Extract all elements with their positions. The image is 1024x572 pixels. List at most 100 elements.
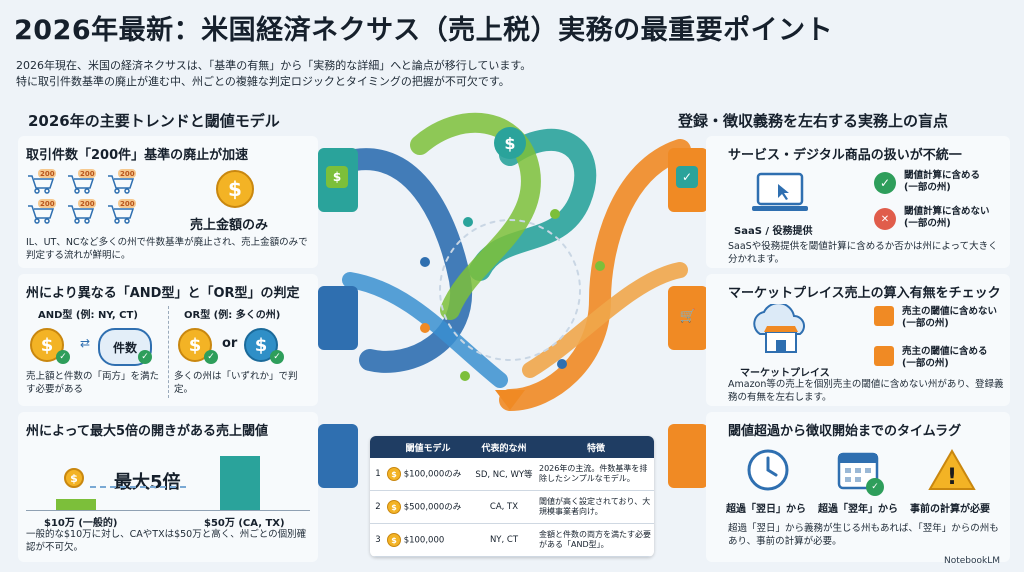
lead-line-2: 特に取引件数基準の廃止が進む中、州ごとの複雑な判定ロジックとタイミングの把握が不…	[16, 75, 510, 88]
max-ratio-label: 最大5倍	[114, 472, 181, 493]
nexus-flow-graphic: $	[342, 112, 691, 411]
panel-caption: 超過「翌日」から義務が生じる州もあれば、「翌年」からの州もあり、事前の計算が必要…	[728, 523, 999, 547]
divider	[168, 306, 170, 398]
threshold-bar-low	[56, 499, 96, 510]
threshold-bar-high	[220, 456, 260, 510]
cross-icon: ✕	[874, 208, 896, 230]
cart-grid-icon: 200 200 200 200 200 200	[28, 169, 136, 224]
or-caption: 多くの州は「いずれか」で判定。	[174, 371, 298, 395]
dollar-coin-icon: $	[387, 533, 401, 547]
baseline	[26, 510, 310, 511]
cart-icon: 🛒	[679, 308, 697, 324]
left-panel-and-or: 州により異なる「AND型」と「OR型」の判定 AND型 (例: NY, CT) …	[18, 274, 318, 406]
left-section-heading: 2026年の主要トレンドと閾値モデル	[28, 112, 280, 130]
flow-ribbon-green	[410, 112, 541, 320]
store-icon	[874, 306, 894, 326]
clock-icon	[747, 449, 789, 491]
right-tab-2: 🛒	[668, 286, 708, 350]
cycle-ring	[439, 219, 581, 361]
check-icon: ✓	[56, 350, 70, 364]
panel-caption: 一般的な$10万に対し、CAやTXは$50万と高く、州ごとの個別確認が不可欠。	[26, 529, 307, 553]
laptop-icon	[752, 172, 808, 211]
flow-ribbon-orange-2	[522, 262, 688, 378]
check-icon: ✓	[204, 350, 218, 364]
lead-text: 2026年現在、米国の経済ネクサスは、「基準の有無」から「実務的な詳細」へと論点…	[16, 58, 531, 90]
panel-caption: SaaSや役務提供を閾値計算に含めるか否かは州によって大きく分かれます。	[728, 241, 998, 265]
ratio-arrow	[90, 486, 186, 488]
svg-text:!: !	[947, 465, 957, 490]
check-icon: ✓	[874, 172, 896, 194]
panel-caption: IL、UT、NCなど多くの州で件数基準が廃止され、売上金額のみで判定する流れが鮮…	[26, 237, 308, 261]
top-dollar-badge	[494, 127, 526, 159]
svg-text:200: 200	[40, 200, 55, 208]
cloud-store-icon	[753, 304, 805, 353]
left-panel-trend: 取引件数「200件」基準の廃止が加速 200 200 200 200 200 2…	[18, 136, 318, 268]
marketplace-label: マーケットプレイス	[740, 368, 830, 379]
dollar-coin-icon: $	[216, 170, 254, 208]
table-header: 代表的な州	[470, 436, 538, 458]
brand-label: NotebookLM	[944, 556, 1001, 566]
flow-ribbon-blue-2	[342, 272, 508, 388]
check-icon: ✓	[676, 166, 698, 188]
arrow-head	[495, 390, 525, 410]
panel-title: サービス・デジタル商品の扱いが不統一	[728, 148, 962, 163]
or-type-label: OR型 (例: 多くの州)	[184, 310, 281, 321]
dollar-icon: $	[326, 166, 348, 188]
svg-text:200: 200	[80, 170, 95, 178]
table-header-row: 閾値モデル 代表的な州 特徴	[370, 436, 654, 458]
prior-calc-label: 事前の計算が必要	[910, 504, 990, 515]
high-threshold-label: $50万 (CA, TX)	[204, 518, 285, 529]
threshold-model-table: 閾値モデル 代表的な州 特徴 1 $ $100,000のみ SD, NC, WY…	[370, 436, 654, 557]
lead-line-1: 2026年現在、米国の経済ネクサスは、「基準の有無」から「実務的な詳細」へと論点…	[16, 59, 532, 72]
table-header: 特徴	[538, 436, 654, 458]
calendar-icon	[837, 452, 879, 490]
panel-title: 取引件数「200件」基準の廃止が加速	[26, 148, 249, 163]
left-tab-2	[318, 286, 358, 350]
page-title: 2026年最新：米国経済ネクサス（売上税）実務の最重要ポイント	[14, 15, 834, 46]
panel-title: 閾値超過から徴収開始までのタイムラグ	[728, 424, 962, 439]
include-label: 閾値計算に含める (一部の州)	[904, 170, 981, 193]
dollar-coin-icon: $	[64, 468, 84, 488]
check-icon: ✓	[866, 478, 884, 496]
or-word: or	[222, 336, 238, 351]
check-icon: ✓	[270, 350, 284, 364]
panel-caption: Amazon等の売上を個別売主の閾値に含めない州があり、登録義務の有無を左右しま…	[728, 379, 1004, 403]
table-row: 3 $ $100,000 NY, CT 金額と件数の両方を満たす必要がある「AN…	[370, 523, 654, 557]
and-caption: 売上額と件数の「両方」を満たす必要がある	[26, 371, 160, 395]
table-row: 2 $ $500,000のみ CA, TX 閾値が高く設定されており、大規模事業…	[370, 490, 654, 524]
brand-logo: NotebookLM	[944, 556, 1000, 566]
next-day-label: 超過「翌日」から	[726, 504, 806, 515]
right-section-heading: 登録・徴収義務を左右する実務上の盲点	[678, 112, 949, 130]
check-icon: ✓	[138, 350, 152, 364]
table-row: 1 $ $100,000のみ SD, NC, WY等 2026年の主流。件数基準…	[370, 458, 654, 491]
right-panel-marketplace: マーケットプレイス売上の算入有無をチェック マーケットプレイス 売主の閾値に含め…	[706, 274, 1010, 406]
right-panel-timing: 閾値超過から徴収開始までのタイムラグ ✓ ! 超過「翌日」から 超過「翌年」から…	[706, 412, 1010, 562]
next-year-label: 超過「翌年」から	[818, 504, 898, 515]
left-tab-3	[318, 424, 358, 488]
svg-text:200: 200	[120, 170, 135, 178]
left-panel-threshold: 州によって最大5倍の開きがある売上閾値 $ 最大5倍 $10万 (一般的) $5…	[18, 412, 318, 562]
table-header: 閾値モデル	[386, 436, 470, 458]
panel-title: 州により異なる「AND型」と「OR型」の判定	[26, 286, 300, 301]
svg-text:200: 200	[80, 200, 95, 208]
warning-icon: !	[928, 449, 976, 490]
dollar-coin-icon: $	[387, 467, 401, 481]
right-tab-3	[668, 424, 708, 488]
svg-text:$: $	[504, 134, 515, 153]
panel-title: マーケットプレイス売上の算入有無をチェック	[728, 286, 1001, 301]
right-panel-digital: サービス・デジタル商品の扱いが不統一 SaaS / 役務提供 ✓ 閾値計算に含め…	[706, 136, 1010, 268]
coin-label: 売上金額のみ	[190, 218, 269, 233]
dollar-coin-icon: $	[387, 500, 401, 514]
not-include-label: 売主の閾値に含めない (一部の州)	[902, 306, 998, 329]
svg-text:200: 200	[40, 170, 55, 178]
low-threshold-label: $10万 (一般的)	[44, 518, 118, 529]
left-tab-1: $	[318, 148, 358, 212]
and-type-label: AND型 (例: NY, CT)	[38, 310, 138, 321]
dollar-coin-blue-icon: $	[244, 328, 278, 362]
exclude-label: 閾値計算に含めない (一部の州)	[904, 206, 990, 229]
device-label: SaaS / 役務提供	[734, 226, 813, 237]
svg-text:200: 200	[120, 200, 135, 208]
right-tab-1: ✓	[668, 148, 708, 212]
flow-ribbon-orange	[499, 139, 691, 411]
panel-title: 州によって最大5倍の開きがある売上閾値	[26, 424, 269, 439]
